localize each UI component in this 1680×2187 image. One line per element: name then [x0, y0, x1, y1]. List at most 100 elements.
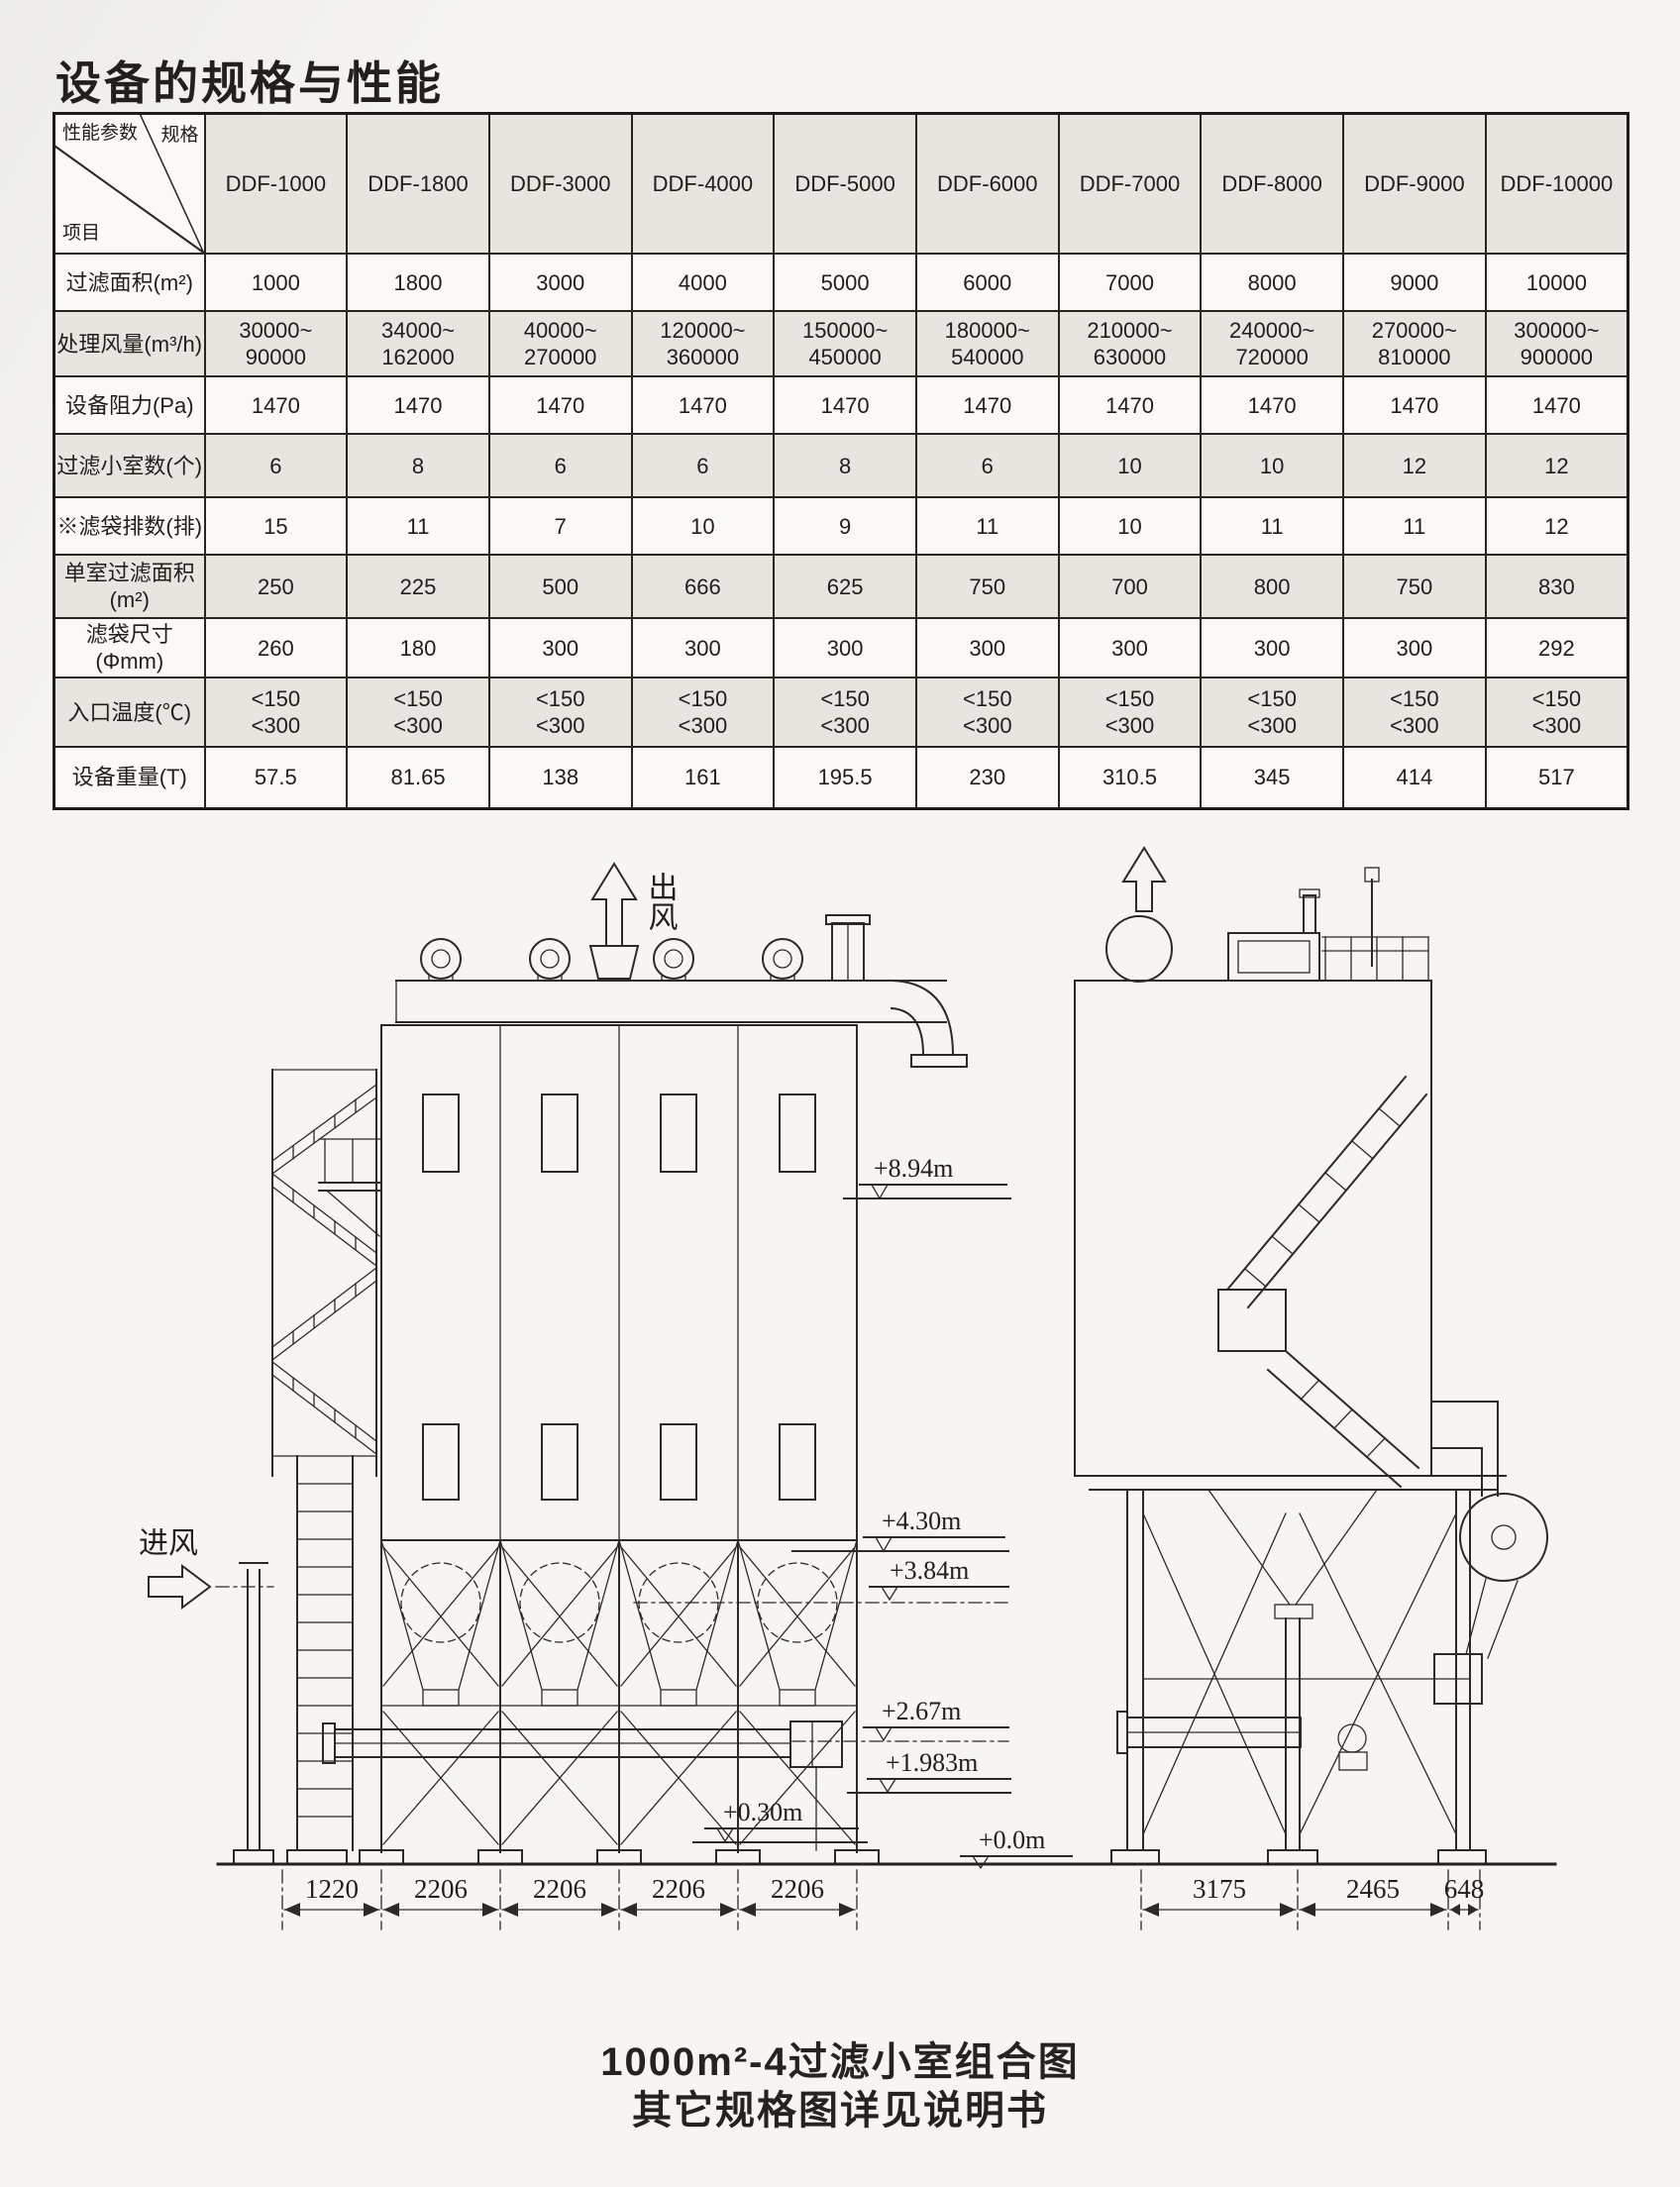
column-header: DDF-7000 [1057, 112, 1203, 255]
dim-2206-4: 2206 [771, 1874, 824, 1904]
spec-cell: 1470 [773, 375, 917, 435]
spec-table: 性能参数 规格 项目 DDF-1000 DDF-1800 DDF-3000 DD… [52, 112, 1629, 810]
dim-648: 648 [1444, 1874, 1485, 1904]
filter-house [380, 1024, 858, 1541]
dim-2206-3: 2206 [652, 1874, 705, 1904]
corner-cell: 性能参数 规格 项目 [52, 112, 206, 255]
spec-cell: 310.5 [1057, 746, 1203, 809]
spec-row: 单室过滤面积(m²) 250 225 500 666 625 750 700 8… [52, 554, 1629, 619]
spec-cell: 830 [1484, 554, 1629, 619]
dim-2465: 2465 [1346, 1874, 1400, 1904]
spec-cell: 10 [1200, 433, 1344, 498]
spec-cell: 230 [914, 746, 1060, 809]
spec-cell: 1800 [346, 253, 490, 312]
dim-2206-2: 2206 [533, 1874, 586, 1904]
row-label: 入口温度(℃) [52, 677, 206, 748]
elevation-8-94: +8.94m [874, 1154, 953, 1183]
corner-top-left: 性能参数 [62, 123, 139, 144]
column-header: DDF-5000 [773, 112, 917, 255]
spec-cell: <150 <300 [630, 677, 776, 748]
spec-cell: 8 [346, 433, 490, 498]
spec-cell: 300000~ 900000 [1484, 310, 1629, 377]
pulse-valve-box [1227, 888, 1320, 982]
column-header: DDF-9000 [1342, 112, 1487, 255]
spec-cell: 800 [1200, 554, 1344, 619]
spec-cell: 9 [773, 496, 917, 556]
spec-cell: 11 [346, 496, 490, 556]
spec-cell: 345 [1200, 746, 1344, 809]
support-legs [1073, 1489, 1557, 1866]
spec-row: 滤袋尺寸(Φmm) 260 180 300 300 300 300 300 30… [52, 617, 1629, 678]
row-label: 设备重量(T) [52, 746, 206, 809]
outlet-valve [1105, 915, 1173, 983]
corner-diagonals [55, 115, 204, 253]
spec-row: 过滤面积(m²) 1000 1800 3000 4000 5000 6000 7… [52, 253, 1629, 312]
spec-cell: 240000~ 720000 [1200, 310, 1344, 377]
spec-row: 设备重量(T) 57.5 81.65 138 161 195.5 230 310… [52, 746, 1629, 809]
corner-bottom-left: 项目 [62, 223, 101, 244]
spec-cell: 11 [914, 496, 1060, 556]
spec-cell: 300 [630, 617, 776, 678]
spec-cell: 7 [487, 496, 633, 556]
spec-cell: 57.5 [203, 746, 349, 809]
staircase [271, 1069, 377, 1865]
spec-row: 入口温度(℃) <150 <300 <150 <300 <150 <300 <1… [52, 677, 1629, 748]
spec-cell: 8000 [1200, 253, 1344, 312]
column-header: DDF-3000 [487, 112, 633, 255]
row-label: 过滤面积(m²) [52, 253, 206, 312]
vessel-body [1074, 980, 1432, 1477]
elevation-markers: +8.94m +4.30m +3.84m +2.67m +1.983m +0.3… [633, 1154, 1073, 1870]
spec-cell: 500 [487, 554, 633, 619]
dim-2206-1: 2206 [414, 1874, 468, 1904]
outlet-label: 出风 [644, 872, 678, 931]
spec-cell: 300 [1057, 617, 1203, 678]
spec-cell: 414 [1342, 746, 1487, 809]
spec-cell: 1470 [203, 375, 349, 435]
screw-conveyor [322, 1720, 843, 1851]
spec-cell: 1470 [487, 375, 633, 435]
exhaust-stack [825, 914, 871, 982]
spec-cell: 666 [630, 554, 776, 619]
spec-cell: 250 [203, 554, 349, 619]
row-label: 处理风量(m³/h) [52, 310, 206, 377]
column-header: DDF-4000 [630, 112, 776, 255]
inlet-arrow [148, 1564, 274, 1610]
row-label: ※滤袋排数(排) [52, 496, 206, 556]
spec-cell: 11 [1342, 496, 1487, 556]
spec-cell: 12 [1484, 496, 1629, 556]
spec-cell: 750 [1342, 554, 1487, 619]
spec-cell: 150000~ 450000 [773, 310, 917, 377]
column-header: DDF-8000 [1200, 112, 1344, 255]
spec-cell: 6 [630, 433, 776, 498]
spec-cell: 1470 [1484, 375, 1629, 435]
dimension-lines: 1220 2206 2206 2206 2206 [281, 1869, 858, 1930]
spec-cell: 161 [630, 746, 776, 809]
spec-cell: 1470 [346, 375, 490, 435]
outlet-arrow [1121, 846, 1167, 912]
spec-cell: 5000 [773, 253, 917, 312]
top-railing [1321, 936, 1429, 982]
caption-line2: 其它规格图详见说明书 [632, 2089, 1048, 2133]
column-header: DDF-1000 [203, 112, 349, 255]
outlet-arrow [588, 862, 640, 980]
elevation-1-983: +1.983m [886, 1748, 978, 1777]
hopper-section [380, 1539, 858, 1853]
spec-cell: 40000~ 270000 [487, 310, 633, 377]
spec-cell: 12 [1342, 433, 1487, 498]
spec-cell: 1470 [630, 375, 776, 435]
side-platform [318, 1138, 382, 1237]
spec-cell: 138 [487, 746, 633, 809]
spec-cell: 1470 [1200, 375, 1344, 435]
spec-cell: 300 [773, 617, 917, 678]
spec-cell: 225 [346, 554, 490, 619]
spec-cell: <150 <300 [1484, 677, 1629, 748]
spec-cell: 120000~ 360000 [630, 310, 776, 377]
spec-cell: 8 [773, 433, 917, 498]
spec-cell: 195.5 [773, 746, 917, 809]
row-label: 设备阻力(Pa) [52, 375, 206, 435]
spec-cell: 4000 [630, 253, 776, 312]
spec-cell: <150 <300 [1057, 677, 1203, 748]
spec-cell: <150 <300 [346, 677, 490, 748]
page-title: 设备的规格与性能 [55, 57, 444, 109]
